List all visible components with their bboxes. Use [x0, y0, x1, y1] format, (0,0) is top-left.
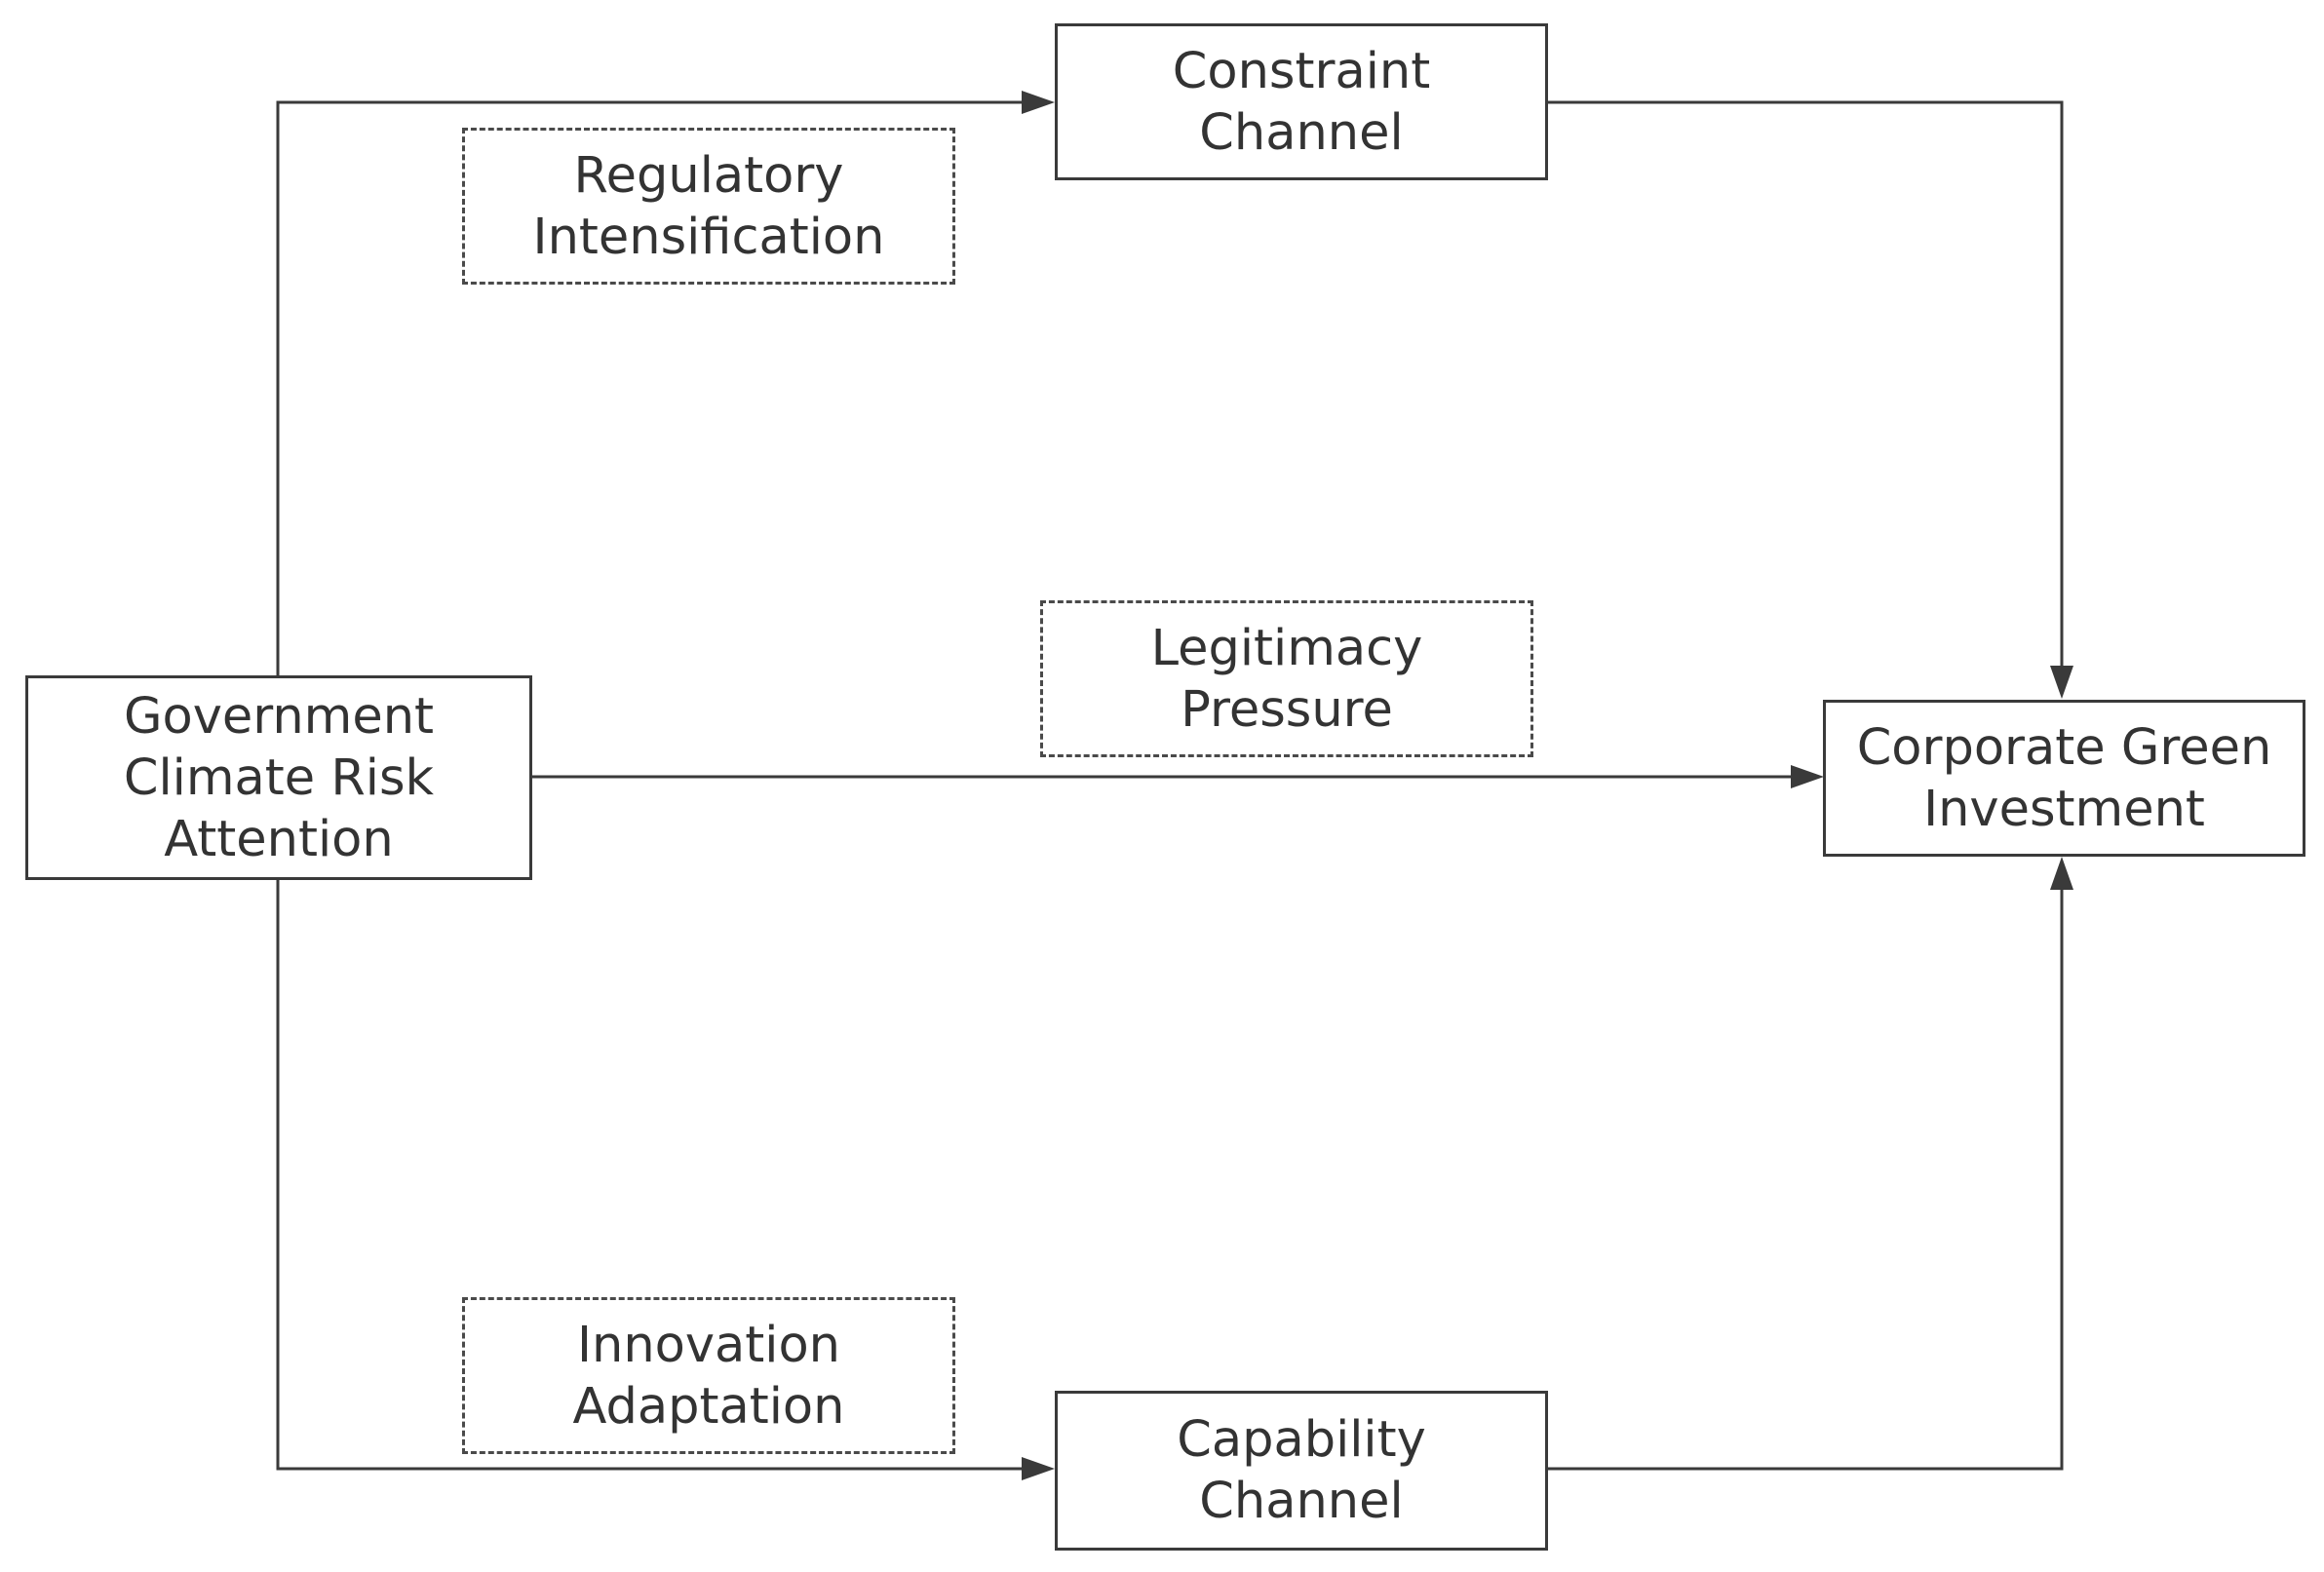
legitimacy-label-line-2: Pressure [1181, 680, 1393, 739]
innovation-label-line-1: Innovation [576, 1316, 841, 1374]
innovation-label-line-2: Adaptation [572, 1377, 845, 1436]
target-label-line-1: Corporate Green [1856, 718, 2272, 777]
capability-channel-box: Capability Channel [1055, 1391, 1548, 1551]
connector-capability-to-target [1547, 885, 2064, 1471]
source-label-line-2: Climate Risk [123, 748, 435, 807]
constraint-label-line-2: Channel [1199, 103, 1404, 162]
arrowhead-capability [1022, 1457, 1055, 1480]
arrowhead-target-top [2050, 666, 2073, 699]
regulatory-intensification-box: Regulatory Intensification [462, 128, 955, 285]
arrowhead-constraint [1022, 91, 1055, 114]
capability-label-line-1: Capability [1177, 1411, 1426, 1469]
regulatory-label-line-2: Intensification [532, 208, 885, 266]
constraint-label-line-1: Constraint [1172, 42, 1431, 100]
corporate-green-investment-box: Corporate Green Investment [1823, 700, 2305, 857]
constraint-channel-box: Constraint Channel [1055, 23, 1548, 180]
government-climate-risk-attention-box: Government Climate Risk Attention [25, 675, 532, 880]
regulatory-label-line-1: Regulatory [573, 146, 844, 205]
connector-source-to-capability [276, 880, 1026, 1471]
legitimacy-label-line-1: Legitimacy [1150, 619, 1423, 677]
source-label-line-3: Attention [164, 810, 394, 868]
connector-source-to-constraint [276, 100, 1026, 675]
arrowhead-target-left [1791, 765, 1824, 788]
legitimacy-pressure-box: Legitimacy Pressure [1040, 600, 1533, 757]
capability-label-line-2: Channel [1199, 1473, 1404, 1530]
target-label-line-2: Investment [1923, 780, 2205, 838]
connector-constraint-to-target [1547, 100, 2064, 671]
innovation-adaptation-box: Innovation Adaptation [462, 1297, 955, 1454]
arrowhead-target-bottom [2050, 857, 2073, 890]
source-label-line-1: Government [123, 687, 435, 746]
